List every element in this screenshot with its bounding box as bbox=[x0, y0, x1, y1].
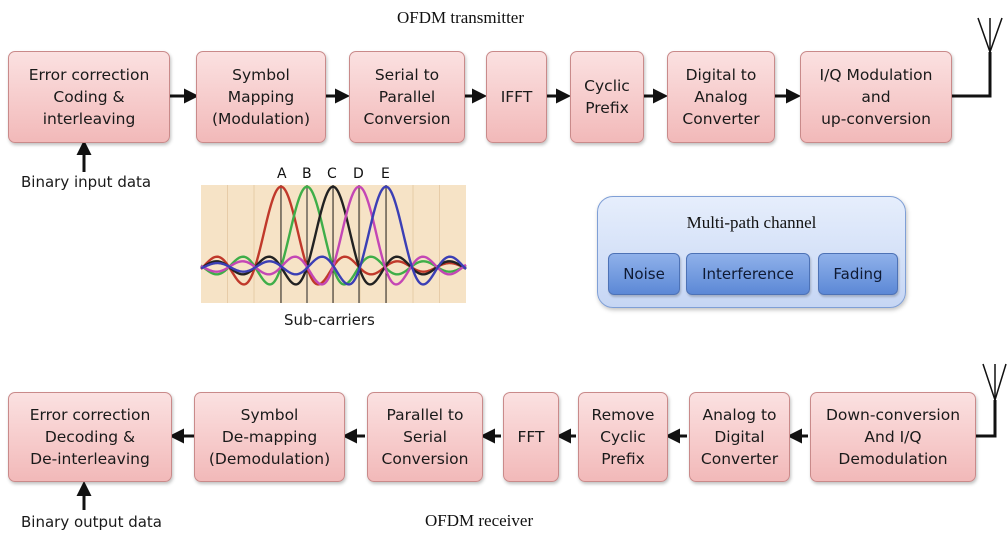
fading-block: Fading bbox=[818, 253, 898, 295]
tx-symbol-mapping-block: Symbol Mapping (Modulation) bbox=[196, 51, 326, 143]
input-label: Binary input data bbox=[21, 173, 152, 191]
rx-error-correction-block: Error correction Decoding & De-interleav… bbox=[8, 392, 172, 482]
channel-title: Multi-path channel bbox=[686, 213, 817, 232]
tx-ifft-block: IFFT bbox=[486, 51, 547, 143]
subcarrier-letter-e: E bbox=[381, 166, 390, 182]
tx-antenna-wire bbox=[952, 52, 992, 98]
receiver-title: OFDM receiver bbox=[425, 511, 534, 530]
subcarrier-curve-c bbox=[200, 185, 467, 286]
tx-iq-modulation-block: I/Q Modulation and up-conversion bbox=[800, 51, 952, 143]
rx-fft-block: FFT bbox=[503, 392, 559, 482]
output-label: Binary output data bbox=[21, 513, 162, 531]
rx-symbol-demapping-block: Symbol De-mapping (Demodulation) bbox=[194, 392, 345, 482]
rx-down-conversion-block: Down-conversion And I/Q Demodulation bbox=[810, 392, 976, 482]
subcarrier-letter-a: A bbox=[277, 166, 287, 182]
subcarrier-letter-d: D bbox=[353, 166, 364, 182]
subcarrier-curve-e bbox=[200, 185, 467, 286]
transmitter-title: OFDM transmitter bbox=[397, 8, 525, 27]
subcarrier-waveform-plot bbox=[200, 185, 467, 303]
rx-parallel-to-serial-block: Parallel to Serial Conversion bbox=[367, 392, 483, 482]
subcarrier-letter-b: B bbox=[302, 166, 312, 182]
rx-remove-cyclic-prefix-block: Remove Cyclic Prefix bbox=[578, 392, 668, 482]
rx-antenna-wire bbox=[976, 400, 997, 438]
tx-cyclic-prefix-block: Cyclic Prefix bbox=[570, 51, 644, 143]
tx-serial-to-parallel-block: Serial to Parallel Conversion bbox=[349, 51, 465, 143]
tx-dac-block: Digital to Analog Converter bbox=[667, 51, 775, 143]
interference-block: Interference bbox=[686, 253, 810, 295]
subcarrier-letter-c: C bbox=[327, 166, 337, 182]
subcarriers-caption: Sub-carriers bbox=[284, 311, 375, 329]
tx-error-correction-block: Error correction Coding & interleaving bbox=[8, 51, 170, 143]
multipath-channel-box: Multi-path channel Noise Interference Fa… bbox=[597, 196, 906, 308]
noise-block: Noise bbox=[608, 253, 680, 295]
rx-adc-block: Analog to Digital Converter bbox=[689, 392, 790, 482]
